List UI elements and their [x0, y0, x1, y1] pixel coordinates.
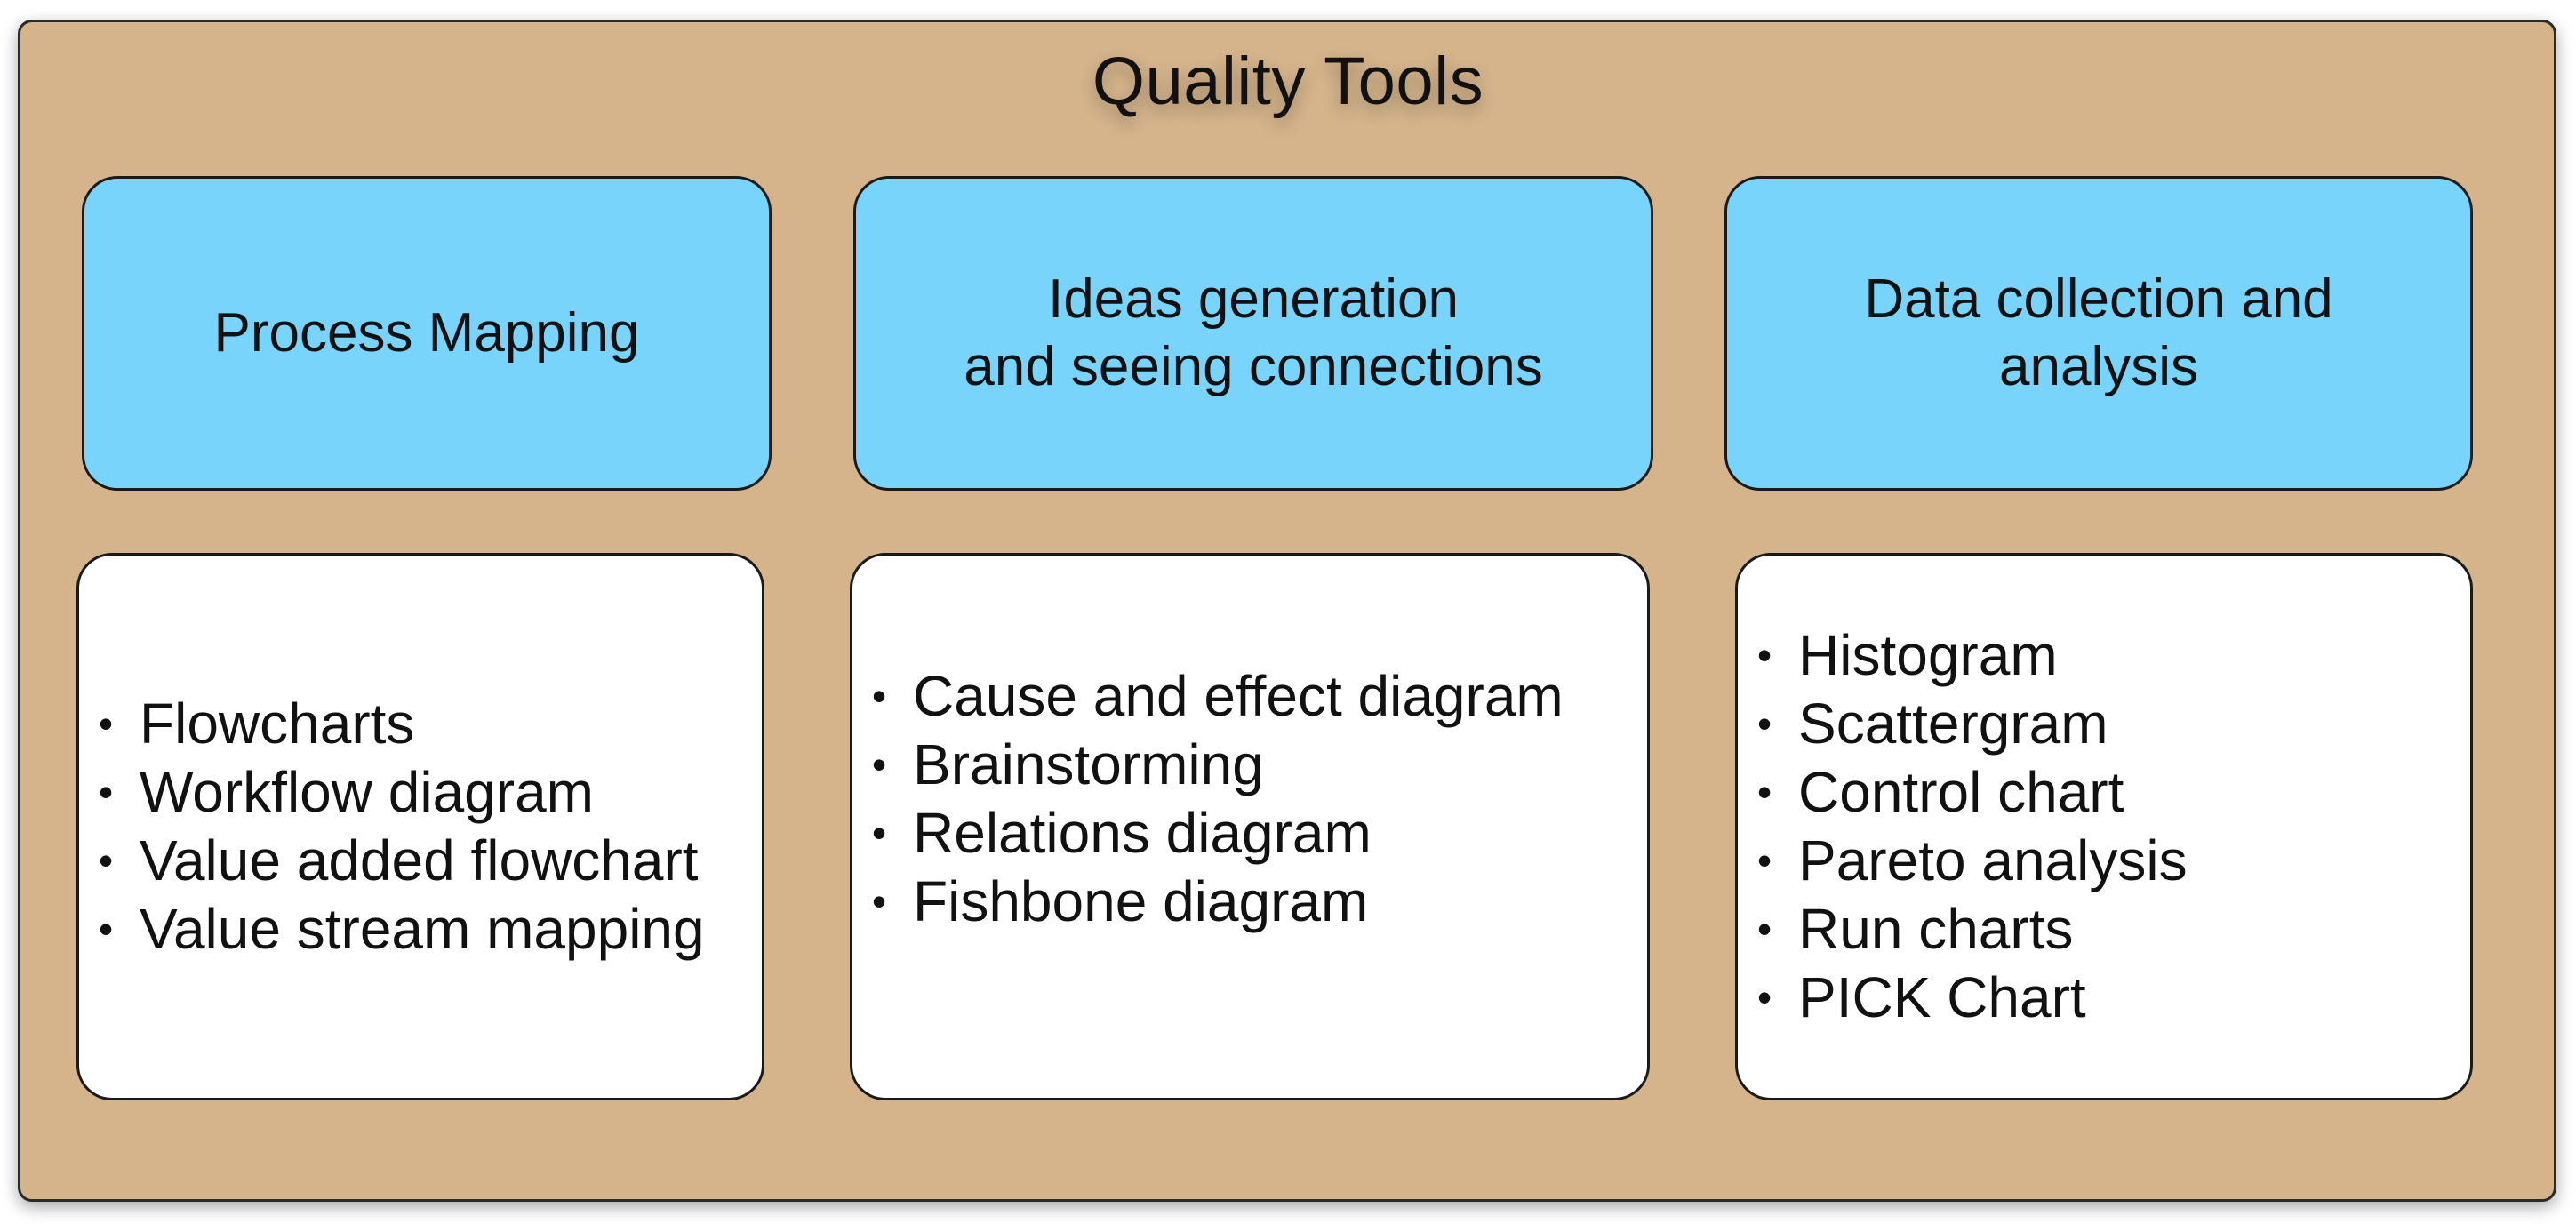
list-item: Control chart [1757, 758, 2188, 827]
list-item: Pareto analysis [1757, 827, 2188, 895]
list-item: Relations diagram [872, 799, 1564, 868]
header-ideas-generation: Ideas generation and seeing connections [853, 176, 1653, 491]
list-item: Histogram [1757, 621, 2188, 690]
list-item: Cause and effect diagram [872, 662, 1564, 731]
list-item: PICK Chart [1757, 964, 2188, 1032]
list-item: Fishbone diagram [872, 868, 1564, 936]
list-box-process-mapping: Flowcharts Workflow diagram Value added … [76, 553, 764, 1100]
list-item: Flowcharts [99, 690, 705, 758]
tool-list: Histogram Scattergram Control chart Pare… [1757, 621, 2188, 1032]
diagram-title: Quality Tools [1092, 44, 1484, 119]
list-item: Value stream mapping [99, 895, 705, 964]
list-item: Value added flowchart [99, 827, 705, 895]
header-process-mapping: Process Mapping [82, 176, 772, 491]
list-box-ideas-generation: Cause and effect diagram Brainstorming R… [850, 553, 1650, 1100]
list-item: Run charts [1757, 895, 2188, 964]
list-item: Scattergram [1757, 690, 2188, 758]
list-item: Workflow diagram [99, 758, 705, 827]
header-data-collection: Data collection and analysis [1724, 176, 2473, 491]
tool-list: Cause and effect diagram Brainstorming R… [872, 662, 1564, 936]
list-item: Brainstorming [872, 731, 1564, 799]
list-box-data-collection: Histogram Scattergram Control chart Pare… [1735, 553, 2473, 1100]
tool-list: Flowcharts Workflow diagram Value added … [99, 690, 705, 964]
